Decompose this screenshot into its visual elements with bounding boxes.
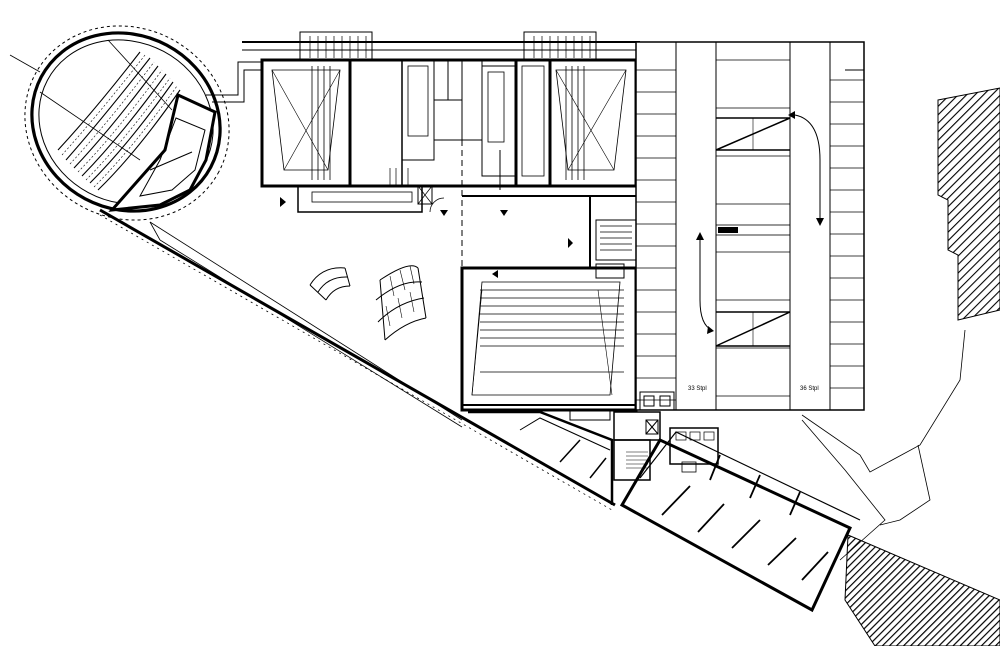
oval-auditorium — [24, 25, 230, 221]
parking-garage: 33 Stpl 36 Stpl — [635, 41, 865, 411]
neighbour-building-bottom — [844, 534, 1000, 647]
outdoor-amphitheatre — [309, 265, 427, 341]
top-stairs — [242, 31, 640, 61]
parking-label-left: 33 Stpl — [688, 386, 707, 392]
elevator-core — [639, 391, 675, 411]
office-wing — [619, 427, 861, 613]
side-stairs — [595, 219, 637, 279]
diagonal-wall — [99, 208, 616, 511]
entrance-markers — [280, 197, 573, 278]
left-angled-wing — [468, 409, 614, 505]
foyer — [461, 140, 636, 282]
lower-hall — [460, 266, 638, 412]
parking-label-right: 36 Stpl — [800, 386, 819, 392]
neighbour-building-right — [937, 87, 1000, 321]
oval-connector — [206, 61, 262, 103]
connecting-stair — [613, 411, 661, 481]
main-building — [260, 58, 638, 213]
